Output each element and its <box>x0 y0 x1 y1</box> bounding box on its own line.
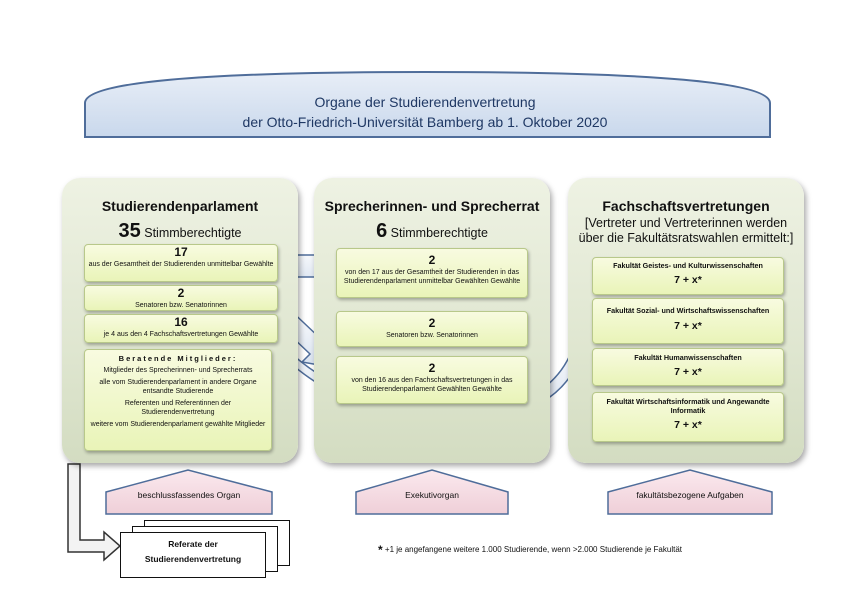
parliament-column: Studierendenparlament 35 Stimmberechtigt… <box>62 178 298 463</box>
parliament-title: Studierendenparlament <box>101 198 259 214</box>
parliament-count-line: 35 Stimmberechtigte <box>62 220 298 243</box>
advisory-heading: Beratende Mitglieder: <box>118 354 238 363</box>
faculties-title: Fachschaftsvertretungen <box>602 198 770 214</box>
box-number: 2 <box>428 361 436 375</box>
parliament-count-label: Stimmberechtigte <box>144 226 242 240</box>
referate-stack: Referate der Studierendenvertretung <box>120 520 290 590</box>
faculty-name: Fakultät Humanwissenschaften <box>634 353 742 362</box>
role-label: beschlussfassendes Organ <box>137 490 241 500</box>
box-label: Senatoren bzw. Senatorinnen <box>135 302 227 309</box>
council-count-line: 6 Stimmberechtigte <box>314 220 550 243</box>
title-banner-shape <box>84 70 771 138</box>
box-label: aus der Gesamtheit der Studierenden unmi… <box>88 261 274 268</box>
council-box-senators: 2 Senatoren bzw. Senatorinnen <box>336 311 528 347</box>
council-column: Sprecherinnen- und Sprecherrat 6 Stimmbe… <box>314 178 550 463</box>
referate-card-front: Referate der Studierendenvertretung <box>120 532 266 578</box>
faculties-subtitle-1: [Vertreter und Vertreterinnen werden <box>584 216 788 230</box>
box-label: von den 16 aus den Fachschaftsvertretung… <box>351 377 513 393</box>
council-count-label: Stimmberechtigte <box>390 226 488 240</box>
referate-line2: Studierendenvertretung <box>144 554 242 564</box>
box-number: 16 <box>174 315 188 329</box>
parliament-box-direct: 17 aus der Gesamtheit der Studierenden u… <box>84 244 278 282</box>
house-shape-left <box>105 469 273 515</box>
faculty-seats: 7 + x* <box>674 320 702 332</box>
faculty-box: Fakultät Sozial- und Wirtschaftswissensc… <box>592 298 784 344</box>
house-shape-middle <box>355 469 509 515</box>
faculty-box: Fakultät Geistes- und Kulturwissenschaft… <box>592 257 784 295</box>
faculties-column: Fachschaftsvertretungen [Vertreter und V… <box>568 178 804 463</box>
council-count: 6 <box>376 220 388 242</box>
faculty-box: Fakultät Wirtschaftsinformatik und Angew… <box>592 392 784 442</box>
faculty-seats: 7 + x* <box>674 419 702 431</box>
role-label: Exekutivorgan <box>405 490 459 500</box>
role-faculties: fakultätsbezogene Aufgaben <box>608 468 772 514</box>
role-label: fakultätsbezogene Aufgaben <box>636 490 744 500</box>
faculty-box: Fakultät Humanwissenschaften 7 + x* <box>592 348 784 386</box>
council-box-direct: 2 von den 17 aus der Gesamtheit der Stud… <box>336 248 528 298</box>
parliament-box-faculties: 16 je 4 aus den 4 Fachschaftsvertretunge… <box>84 314 278 343</box>
role-council: Exekutivorgan <box>356 468 508 514</box>
footnote-star: * <box>378 543 383 557</box>
advisory-members-box: Beratende Mitglieder: Mitglieder des Spr… <box>84 349 272 451</box>
title-banner: Organe der Studierendenvertretung der Ot… <box>80 74 770 138</box>
footnote-text: +1 je angefangene weitere 1.000 Studiere… <box>382 545 683 554</box>
faculty-seats: 7 + x* <box>674 366 702 378</box>
footnote: * +1 je angefangene weitere 1.000 Studie… <box>378 543 682 557</box>
box-label: Senatoren bzw. Senatorinnen <box>386 332 478 339</box>
house-shape-right <box>607 469 773 515</box>
box-number: 2 <box>428 253 436 267</box>
box-label: von den 17 aus der Gesamtheit der Studie… <box>343 269 521 285</box>
faculty-name: Fakultät Wirtschaftsinformatik und Angew… <box>606 397 770 415</box>
banner-title-line1: Organe der Studierendenvertretung <box>314 94 536 110</box>
advisory-item: alle vom Studierendenparlament in andere… <box>99 379 257 395</box>
advisory-item: weitere vom Studierendenparlament gewähl… <box>90 421 266 428</box>
box-number: 2 <box>428 316 436 330</box>
advisory-item: Mitglieder des Sprecherinnen- und Sprech… <box>103 367 253 374</box>
box-number: 17 <box>174 245 188 259</box>
advisory-item: Referenten und Referentinnen der Studier… <box>124 400 232 416</box>
parliament-count: 35 <box>118 220 141 242</box>
box-number: 2 <box>177 286 185 300</box>
faculty-name: Fakultät Geistes- und Kulturwissenschaft… <box>613 261 763 270</box>
faculty-seats: 7 + x* <box>674 274 702 286</box>
faculties-subtitle-2: über die Fakultätsratswahlen ermittelt:] <box>578 231 794 245</box>
box-label: je 4 aus den 4 Fachschaftsvertretungen G… <box>103 331 259 338</box>
banner-title-line2: der Otto-Friedrich-Universität Bamberg a… <box>242 114 608 130</box>
council-title: Sprecherinnen- und Sprecherrat <box>324 198 540 214</box>
council-box-faculties: 2 von den 16 aus den Fachschaftsvertretu… <box>336 356 528 404</box>
parliament-box-senators: 2 Senatoren bzw. Senatorinnen <box>84 285 278 311</box>
arrow-bent-icon <box>67 463 122 562</box>
role-parliament: beschlussfassendes Organ <box>106 468 272 514</box>
referate-line1: Referate der <box>168 539 218 549</box>
faculty-name: Fakultät Sozial- und Wirtschaftswissensc… <box>606 306 770 315</box>
